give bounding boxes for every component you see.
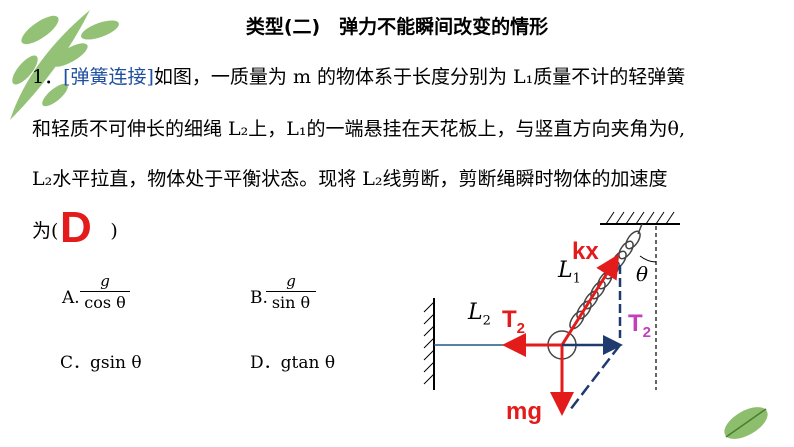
ceiling	[600, 211, 680, 225]
L2-label: L2	[468, 300, 491, 329]
question-number: 1．	[32, 66, 64, 88]
angle-arc	[639, 255, 657, 263]
wall	[423, 298, 435, 390]
page-title: 类型(二) 弹力不能瞬间改变的情形	[245, 16, 549, 38]
option-b-fraction: g sin θ	[266, 272, 316, 312]
option-c: C．gsin θ	[60, 353, 142, 373]
question-tag: [弹簧连接]	[63, 66, 154, 88]
question-text-1: 如图，一质量为 m 的物体系于长度分别为 L₁质量不计的轻弹簧	[153, 66, 686, 88]
option-b-label: B.	[250, 288, 268, 308]
L1-label: L1	[558, 258, 581, 287]
answer-mark: D	[60, 203, 92, 252]
option-a-fraction: g cos θ	[80, 272, 130, 312]
leaf-decoration-icon	[10, 10, 119, 120]
spring-force-arrow	[560, 253, 620, 346]
option-a-label: A.	[62, 288, 80, 308]
kx-label: kx	[572, 238, 599, 265]
question-line-2: 和轻质不可伸长的细绳 L₂上，L₁的一端悬挂在天花板上，与竖直方向夹角为θ,	[32, 118, 685, 140]
construction-line-diagonal	[569, 344, 621, 411]
T2-red-label: T2	[502, 306, 526, 337]
theta-label: θ	[636, 262, 649, 286]
question-line-1: 1．[弹簧连接]如图，一质量为 m 的物体系于长度分别为 L₁质量不计的轻弹簧	[32, 62, 685, 89]
leaf-decoration-icon	[724, 407, 768, 439]
T2-pink-label: T2	[628, 310, 652, 341]
question-line-3: L₂水平拉直，物体处于平衡状态。现将 L₂线剪断，剪断绳瞬时物体的加速度	[32, 168, 668, 190]
option-d: D．gtan θ	[250, 353, 336, 373]
question-line-4: 为()	[32, 220, 118, 242]
mg-label: mg	[506, 398, 542, 425]
